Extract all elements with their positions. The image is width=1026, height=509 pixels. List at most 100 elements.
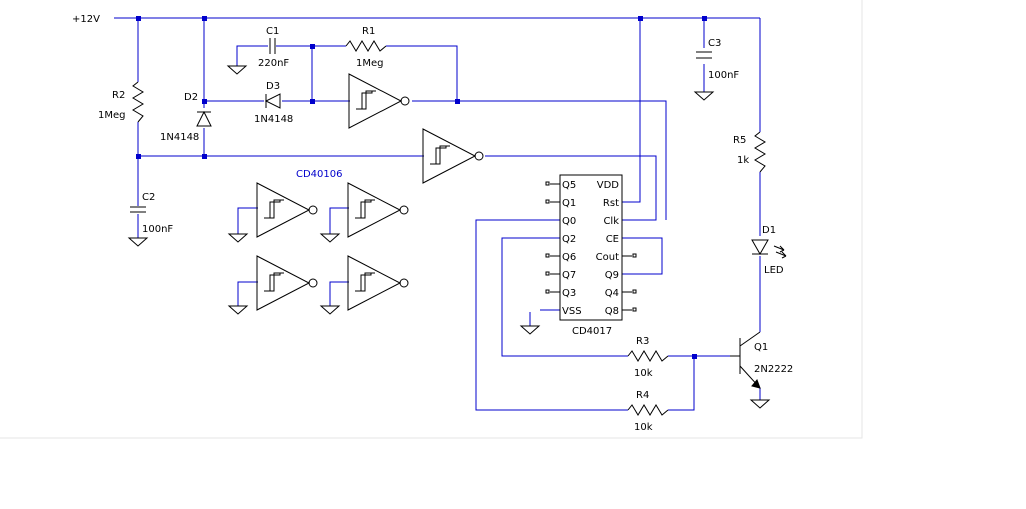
- diode-d3: D3 1N4148: [254, 81, 293, 125]
- pin-label-clk: Clk: [603, 216, 619, 227]
- junction-dot: [202, 154, 207, 159]
- ground-symbol: [319, 305, 341, 315]
- inverter-unused-4: [347, 255, 409, 311]
- inverter-bubble: [474, 151, 484, 161]
- unused-inv3-ground-wire: [237, 281, 258, 306]
- q1-value: 2N2222: [754, 364, 793, 375]
- hysteresis-icon: [264, 199, 284, 219]
- junction-dot: [202, 16, 207, 21]
- open-pin-marker: [545, 253, 550, 258]
- q1-base-symbol: [730, 338, 741, 374]
- ground-symbol: [227, 233, 249, 243]
- inverter-body: [347, 182, 402, 238]
- q1-collector-symbol: [739, 331, 761, 347]
- open-pin-marker: [545, 271, 550, 276]
- d1-ref: D1: [762, 225, 776, 236]
- resistor-r2: R2 1Meg: [98, 81, 144, 123]
- c3-value: 100nF: [708, 70, 739, 81]
- pin-label-q4: Q4: [605, 288, 619, 299]
- junctions: [136, 16, 707, 359]
- sheet-boundary: [0, 0, 863, 439]
- q1-ref: Q1: [754, 342, 768, 353]
- open-pin-marker: [545, 289, 550, 294]
- ce-q9-wire: [622, 237, 663, 275]
- d2-ref: D2: [184, 92, 198, 103]
- r5-value: 1k: [737, 155, 749, 166]
- led-emission-arrow: [775, 251, 787, 259]
- inverter-unused-1: [256, 182, 318, 238]
- ground-symbol: [227, 305, 249, 315]
- r4-value: 10k: [634, 422, 653, 433]
- d2-value: 1N4148: [160, 132, 199, 143]
- pin-label-q3: Q3: [562, 288, 576, 299]
- junction-dot: [136, 16, 141, 21]
- counter-ic: Q5 Q1 Q0 Q2 Q6 Q7 Q3 VSS VDD Rst Clk CE …: [545, 174, 637, 337]
- pin-label-q8: Q8: [605, 306, 619, 317]
- pin-label-vdd: VDD: [597, 180, 620, 191]
- led-d1: D1 LED: [751, 225, 787, 276]
- capacitor-c2: C2 100nF: [130, 192, 173, 235]
- inverter-buffer: [422, 128, 484, 184]
- d3-value: 1N4148: [254, 114, 293, 125]
- open-pin-marker: [545, 199, 550, 204]
- hysteresis-icon: [355, 272, 375, 292]
- inverter-bubble: [308, 205, 318, 215]
- c1-symbol: [269, 38, 276, 54]
- pin-label-q0: Q0: [562, 216, 576, 227]
- resistor-r3: R3 10k: [627, 336, 669, 379]
- c2-symbol: [130, 206, 146, 213]
- unused-inv2-ground-wire: [329, 207, 349, 234]
- open-pin-marker: [632, 307, 637, 312]
- hysteresis-icon: [430, 145, 450, 165]
- inverter-body: [348, 73, 403, 129]
- pin-label-q2: Q2: [562, 234, 576, 245]
- r3-symbol: [627, 350, 669, 362]
- led-symbol: [751, 239, 769, 256]
- resistor-r4: R4 10k: [627, 390, 669, 433]
- c1-ref: C1: [266, 26, 279, 37]
- inverter-body: [347, 255, 402, 311]
- unused-inv4-ground-wire: [329, 281, 349, 306]
- r4-node-wire: [668, 356, 695, 411]
- open-pin-marker: [632, 253, 637, 258]
- c2-ref: C2: [142, 192, 155, 203]
- junction-dot: [202, 99, 207, 104]
- c3-ref: C3: [708, 38, 721, 49]
- junction-dot: [136, 154, 141, 159]
- counter-right-stubs: [622, 255, 632, 311]
- c1-ground-wire: [236, 45, 268, 66]
- inverter-ic-label: CD40106: [296, 169, 343, 180]
- r2-value: 1Meg: [98, 110, 126, 121]
- supply-label-text: +12V: [72, 14, 100, 25]
- junction-dot: [455, 99, 460, 104]
- pin-label-ce: CE: [606, 234, 619, 245]
- r1-value: 1Meg: [356, 58, 384, 69]
- q0-wire: [475, 219, 628, 411]
- pin-label-rst: Rst: [603, 198, 619, 209]
- pin-label-q9: Q9: [605, 270, 619, 281]
- ground-symbol: [749, 399, 771, 409]
- capacitor-c1: C1 220nF: [258, 26, 289, 69]
- r4-symbol: [627, 404, 669, 416]
- unused-inv1-ground-wire: [237, 207, 258, 234]
- q2-wire: [501, 237, 628, 357]
- open-pin-marker: [632, 289, 637, 294]
- r1-feedback-wire: [386, 45, 458, 101]
- r3-value: 10k: [634, 368, 653, 379]
- hysteresis-icon: [355, 199, 375, 219]
- d1-value: LED: [764, 265, 784, 276]
- inverter-unused-3: [256, 255, 318, 311]
- c1-value: 220nF: [258, 58, 289, 69]
- junction-dot: [702, 16, 707, 21]
- capacitor-c3: C3 100nF: [696, 38, 739, 81]
- d3-ref: D3: [266, 81, 280, 92]
- inverter-bubble: [399, 205, 409, 215]
- inverter-body: [256, 182, 311, 238]
- r5-ref: R5: [733, 135, 746, 146]
- diode-d2: D2 1N4148: [160, 92, 212, 143]
- d2-symbol: [196, 110, 212, 127]
- wires: [114, 17, 761, 411]
- inverter-osc: [348, 73, 410, 129]
- c3-symbol: [696, 51, 712, 59]
